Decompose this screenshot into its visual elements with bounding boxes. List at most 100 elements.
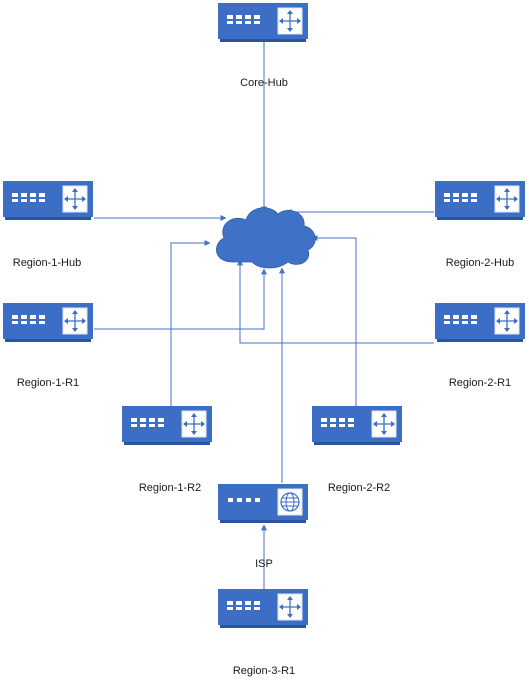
port-light xyxy=(444,199,450,202)
port-light xyxy=(245,15,251,19)
device-region2-hub xyxy=(435,181,525,220)
port-light xyxy=(30,315,36,319)
port-light xyxy=(453,199,459,202)
label-region1-hub: Region-1-Hub xyxy=(12,257,82,269)
port-light xyxy=(462,199,468,202)
port-light xyxy=(140,418,146,422)
port-light xyxy=(12,315,18,319)
port-light xyxy=(236,601,242,605)
port-light xyxy=(228,498,233,502)
port-light xyxy=(471,193,477,197)
core-hub-base xyxy=(220,39,306,42)
device-region1-r1 xyxy=(3,303,93,342)
port-light xyxy=(227,15,233,19)
port-light xyxy=(471,321,477,324)
port-light xyxy=(255,498,260,502)
port-light xyxy=(453,315,459,319)
port-light xyxy=(245,21,251,24)
port-light xyxy=(21,321,27,324)
port-light xyxy=(245,607,251,610)
port-light xyxy=(321,424,327,427)
port-light xyxy=(227,607,233,610)
edge-region1-r2-to-cloud xyxy=(170,240,211,406)
port-light xyxy=(140,424,146,427)
arrow-lines xyxy=(280,11,300,31)
device-region3-r1 xyxy=(218,589,308,628)
port-light xyxy=(254,607,260,610)
isp-base xyxy=(220,520,306,523)
port-light xyxy=(158,424,164,427)
port-light xyxy=(245,601,251,605)
port-light xyxy=(321,418,327,422)
port-light xyxy=(39,199,45,202)
arrow-lines xyxy=(374,414,394,434)
port-light xyxy=(246,498,251,502)
port-light xyxy=(21,193,27,197)
label-core-hub: Core-Hub xyxy=(240,77,288,89)
port-light xyxy=(237,498,242,502)
port-light xyxy=(12,199,18,202)
port-light xyxy=(227,601,233,605)
arrow-lines xyxy=(65,189,85,209)
port-light xyxy=(453,321,459,324)
globe-latitudes xyxy=(281,497,299,507)
edge-region2-r1-to-cloud xyxy=(237,259,434,344)
region2-r1-base xyxy=(437,339,523,342)
port-light xyxy=(339,418,345,422)
connection-lines xyxy=(94,41,434,589)
port-light xyxy=(236,607,242,610)
port-light xyxy=(339,424,345,427)
port-light xyxy=(444,315,450,319)
region1-r2-base xyxy=(124,442,210,445)
arrow-lines xyxy=(65,311,85,331)
edge-region2-r2-to-cloud xyxy=(311,235,357,406)
port-light xyxy=(39,321,45,324)
device-region1-r2 xyxy=(122,406,212,445)
port-light xyxy=(149,424,155,427)
label-region2-r2: Region-2-R2 xyxy=(327,482,391,494)
region1-hub-base xyxy=(5,217,91,220)
port-light xyxy=(30,193,36,197)
label-region2-hub: Region-2-Hub xyxy=(445,257,515,269)
label-region1-r1: Region-1-R1 xyxy=(16,377,80,389)
port-light xyxy=(21,199,27,202)
label-region2-r1: Region-2-R1 xyxy=(448,377,512,389)
port-light xyxy=(236,21,242,24)
port-light xyxy=(39,193,45,197)
port-light xyxy=(12,321,18,324)
edge-region1-r1-to-cloud xyxy=(94,268,267,330)
label-region1-r2: Region-1-R2 xyxy=(138,482,202,494)
port-light xyxy=(12,193,18,197)
port-light xyxy=(131,418,137,422)
port-light xyxy=(330,424,336,427)
device-region1-hub xyxy=(3,181,93,220)
label-region3-r1: Region-3-R1 xyxy=(232,665,296,677)
region2-r2-base xyxy=(314,442,400,445)
arrow-lines xyxy=(280,597,300,617)
cloud-icon xyxy=(216,207,316,269)
port-light xyxy=(462,315,468,319)
port-light xyxy=(348,418,354,422)
device-region2-r2 xyxy=(312,406,402,445)
port-light xyxy=(348,424,354,427)
port-light xyxy=(462,193,468,197)
port-light xyxy=(471,199,477,202)
port-light xyxy=(227,21,233,24)
port-light xyxy=(39,315,45,319)
port-light xyxy=(30,199,36,202)
port-light xyxy=(236,15,242,19)
port-light xyxy=(444,321,450,324)
port-light xyxy=(471,315,477,319)
arrow-lines xyxy=(497,311,517,331)
port-light xyxy=(462,321,468,324)
devices xyxy=(3,3,525,628)
port-light xyxy=(254,601,260,605)
device-core-hub xyxy=(218,3,308,42)
port-light xyxy=(453,193,459,197)
port-light xyxy=(444,193,450,197)
port-light xyxy=(254,21,260,24)
port-light xyxy=(30,321,36,324)
port-light xyxy=(330,418,336,422)
region2-hub-base xyxy=(437,217,523,220)
device-region2-r1 xyxy=(435,303,525,342)
